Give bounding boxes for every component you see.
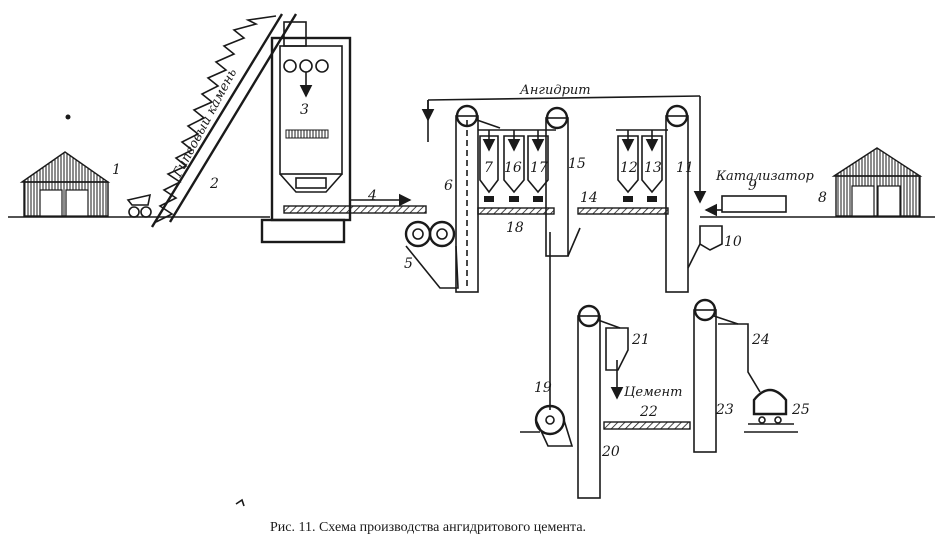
railcar-25 [748,388,794,425]
silo-group-left [478,129,556,202]
label-catalyst: Катализатор [715,169,815,184]
label-3: 3 [300,102,309,118]
hopper-24 [718,323,761,393]
label-11: 11 [676,160,694,176]
label-6: 6 [444,178,453,194]
conveyor-14 [577,207,669,215]
label-12: 12 [620,160,638,176]
label-10: 10 [724,234,742,250]
speck-dot [65,114,71,120]
feeder-10 [687,225,723,269]
product-warehouse-8 [831,147,923,217]
conveyor-22 [603,421,691,430]
elevator-23 [693,298,739,453]
elevator-11 [665,104,689,293]
label-14: 14 [580,190,598,206]
label-1: 1 [112,162,121,178]
elevator-6 [455,104,501,293]
conveyor-18 [477,207,555,215]
catalyst-bin-9 [721,195,787,213]
label-4: 4 [367,188,377,204]
label-25: 25 [791,402,810,418]
label-7: 7 [484,160,493,176]
label-15: 15 [568,156,586,172]
elevator-15 [545,106,581,257]
raw-warehouse-1 [19,151,111,217]
label-21: 21 [631,332,650,348]
label-20: 20 [601,444,620,460]
label-13: 13 [644,160,662,176]
label-5: 5 [404,256,413,272]
label-16: 16 [504,160,522,176]
separator-19 [534,404,574,447]
label-anhydrite: Ангидрит [519,83,591,98]
label-2: 2 [209,176,219,192]
label-18: 18 [506,220,524,236]
speck-mark [235,498,245,507]
label-cement: Цемент [624,385,682,400]
figure-caption: Рис. 11. Схема производства ангидритовог… [270,520,586,535]
furnace-3 [260,36,352,244]
label-19: 19 [534,380,552,396]
anhydrite-return-line [421,95,707,204]
label-23: 23 [715,402,734,418]
inclined-conveyor-2 [150,13,307,228]
label-24: 24 [751,332,770,348]
label-9: 9 [748,178,757,194]
belt-conveyor-4 [283,193,427,214]
hopper-21 [605,327,629,371]
cart [126,193,152,218]
mill-5 [404,220,459,289]
elevator-20 [577,304,621,499]
silo-group-right [616,129,668,202]
label-17: 17 [530,160,548,176]
label-22: 22 [639,404,658,420]
label-8: 8 [818,190,827,206]
